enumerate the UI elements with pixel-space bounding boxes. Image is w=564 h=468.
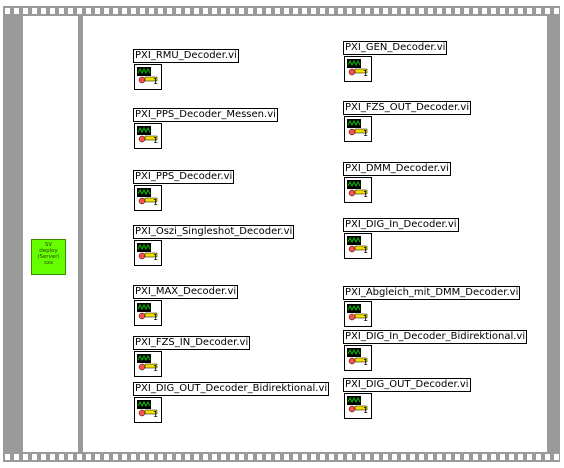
sv-node-line-3: (Server) — [37, 254, 60, 260]
subvi-instance-badge: 1 — [363, 406, 369, 415]
subvi-instance-badge: 1 — [363, 129, 369, 138]
sv-deploy-server-node[interactable]: SV deploy (Server) sxs — [31, 239, 66, 275]
waveform-icon — [347, 304, 368, 321]
subvi-label: PXI_PPS_Decoder.vi — [133, 170, 235, 184]
subvi-label: PXI_DIG_OUT_Decoder_Bidirektional.vi — [133, 382, 330, 396]
sv-node-line-4: sxs — [44, 260, 53, 266]
subvi-instance-badge: 1 — [153, 364, 159, 373]
waveform-icon — [137, 303, 158, 320]
subvi-instance-badge: 1 — [363, 69, 369, 78]
waveform-icon — [347, 180, 368, 197]
subvi-instance-badge: 1 — [363, 314, 369, 323]
subvi-label: PXI_DMM_Decoder.vi — [343, 162, 451, 176]
waveform-icon — [137, 243, 158, 260]
subvi-instance-badge: 1 — [153, 313, 159, 322]
sv-node-line-1: SV — [44, 242, 53, 248]
subvi-label: PXI_DIG_OUT_Decoder.vi — [343, 378, 471, 392]
subvi-icon[interactable]: 1 — [344, 233, 372, 259]
subvi-icon[interactable]: 1 — [134, 240, 162, 266]
subvi-icon[interactable]: 1 — [134, 185, 162, 211]
subvi-label: PXI_GEN_Decoder.vi — [343, 41, 448, 55]
subvi-icon[interactable]: 1 — [344, 345, 372, 371]
sequence-frame-top-border — [3, 6, 560, 16]
subvi-icon[interactable]: 1 — [134, 123, 162, 149]
subvi-label: PXI_PPS_Decoder_Messen.vi — [133, 108, 278, 122]
waveform-icon — [137, 188, 158, 205]
subvi-icon[interactable]: 1 — [344, 393, 372, 419]
waveform-icon — [137, 126, 158, 143]
subvi-icon[interactable]: 1 — [134, 300, 162, 326]
subvi-instance-badge: 1 — [363, 358, 369, 367]
subvi-instance-badge: 1 — [153, 253, 159, 262]
waveform-icon — [347, 236, 368, 253]
subvi-label: PXI_FZS_IN_Decoder.vi — [133, 336, 251, 350]
subvi-instance-badge: 1 — [363, 190, 369, 199]
subvi-icon[interactable]: 1 — [134, 397, 162, 423]
subvi-instance-badge: 1 — [153, 77, 159, 86]
sequence-frame-1[interactable] — [23, 16, 78, 452]
subvi-icon[interactable]: 1 — [344, 116, 372, 142]
sequence-frame-divider — [78, 16, 83, 452]
subvi-instance-badge: 1 — [153, 136, 159, 145]
subvi-label: PXI_RMU_Decoder.vi — [133, 49, 239, 63]
subvi-label: PXI_Abgleich_mit_DMM_Decoder.vi — [343, 286, 521, 300]
subvi-icon[interactable]: 1 — [344, 56, 372, 82]
waveform-icon — [137, 67, 158, 84]
subvi-label: PXI_MAX_Decoder.vi — [133, 285, 239, 299]
waveform-icon — [347, 59, 368, 76]
subvi-label: PXI_DIG_In_Decoder.vi — [343, 218, 459, 232]
waveform-icon — [137, 354, 158, 371]
subvi-label: PXI_Oszi_Singleshot_Decoder.vi — [133, 225, 295, 239]
subvi-icon[interactable]: 1 — [344, 301, 372, 327]
sv-node-line-2: deploy — [39, 248, 58, 254]
subvi-label: PXI_DIG_In_Decoder_Bidirektional.vi — [343, 330, 528, 344]
subvi-instance-badge: 1 — [153, 410, 159, 419]
subvi-instance-badge: 1 — [363, 246, 369, 255]
waveform-icon — [347, 119, 368, 136]
subvi-icon[interactable]: 1 — [134, 351, 162, 377]
subvi-instance-badge: 1 — [153, 198, 159, 207]
subvi-label: PXI_FZS_OUT_Decoder.vi — [343, 101, 472, 115]
waveform-icon — [347, 396, 368, 413]
sequence-frame-bottom-border — [3, 452, 560, 462]
waveform-icon — [347, 348, 368, 365]
subvi-icon[interactable]: 1 — [344, 177, 372, 203]
subvi-icon[interactable]: 1 — [134, 64, 162, 90]
waveform-icon — [137, 400, 158, 417]
